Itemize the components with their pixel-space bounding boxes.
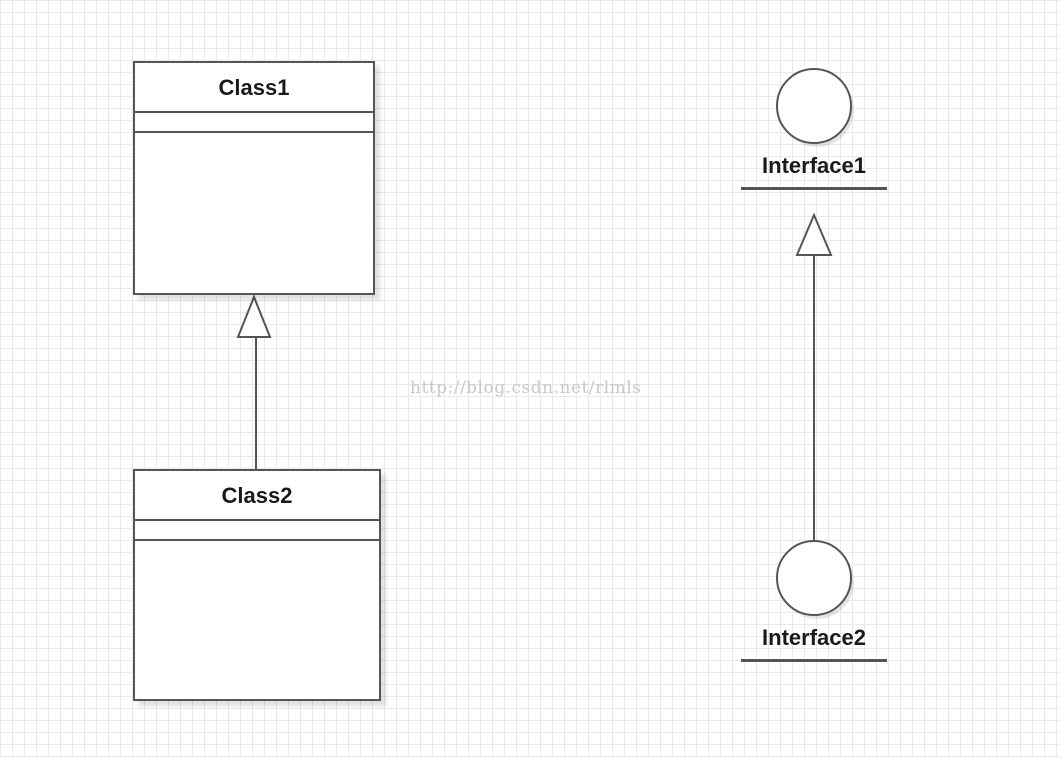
generalization-interface2-to-interface1 — [795, 212, 833, 541]
interface1-label[interactable]: Interface1 — [741, 153, 887, 190]
interface2-circle-icon — [776, 540, 852, 616]
class1-name: Class1 — [135, 63, 373, 113]
class2-attributes-section — [135, 521, 379, 541]
class2-box[interactable]: Class2 — [133, 469, 381, 701]
interface2-label[interactable]: Interface2 — [741, 625, 887, 662]
generalization-class2-to-class1 — [236, 294, 272, 469]
class1-box[interactable]: Class1 — [133, 61, 375, 295]
class2-name: Class2 — [135, 471, 379, 521]
watermark-url: http://blog.csdn.net/rlmls — [410, 378, 642, 398]
interface1-circle-icon — [776, 68, 852, 144]
class1-attributes-section — [135, 113, 373, 133]
class1-operations-section — [135, 133, 373, 293]
hollow-arrowhead-icon — [236, 294, 272, 338]
class2-operations-section — [135, 541, 379, 699]
hollow-arrowhead-icon — [795, 212, 833, 256]
